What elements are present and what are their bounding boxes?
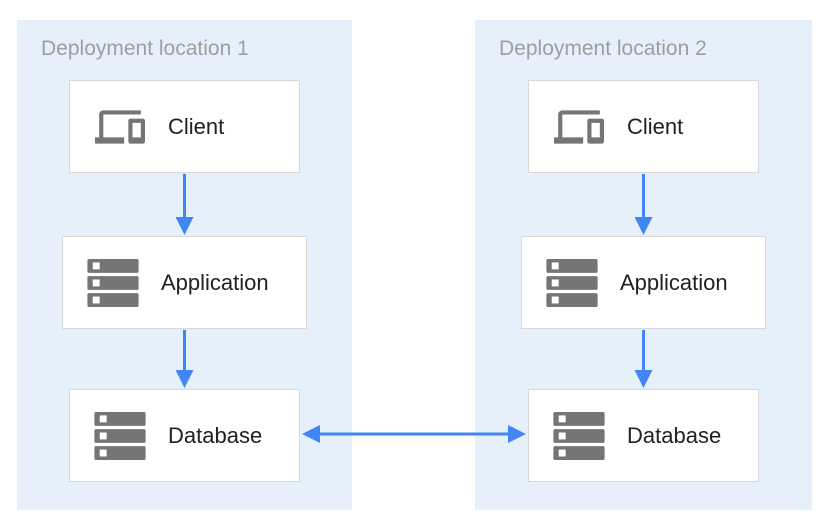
node-database-1: Database (69, 389, 300, 482)
node-label: Client (627, 113, 684, 139)
node-client-1: Client (69, 80, 300, 173)
node-client-2: Client (528, 80, 759, 173)
node-label: Client (168, 113, 225, 139)
node-label: Database (168, 422, 263, 448)
node-label: Application (161, 269, 269, 295)
server-stack-icon (540, 258, 604, 307)
panel-title: Deployment location 2 (499, 37, 707, 60)
devices-icon (547, 102, 611, 152)
node-label: Database (627, 422, 722, 448)
node-application-1: Application (62, 236, 307, 329)
server-stack-icon (88, 411, 152, 460)
node-label: Application (620, 269, 728, 295)
node-database-2: Database (528, 389, 759, 482)
panel-title: Deployment location 1 (41, 37, 249, 60)
panel-deployment-location-2: Deployment location 2 Client (475, 20, 812, 510)
devices-icon (88, 102, 152, 152)
server-stack-icon (81, 258, 145, 307)
server-stack-icon (547, 411, 611, 460)
node-application-2: Application (521, 236, 766, 329)
panel-deployment-location-1: Deployment location 1 Client (17, 20, 352, 510)
